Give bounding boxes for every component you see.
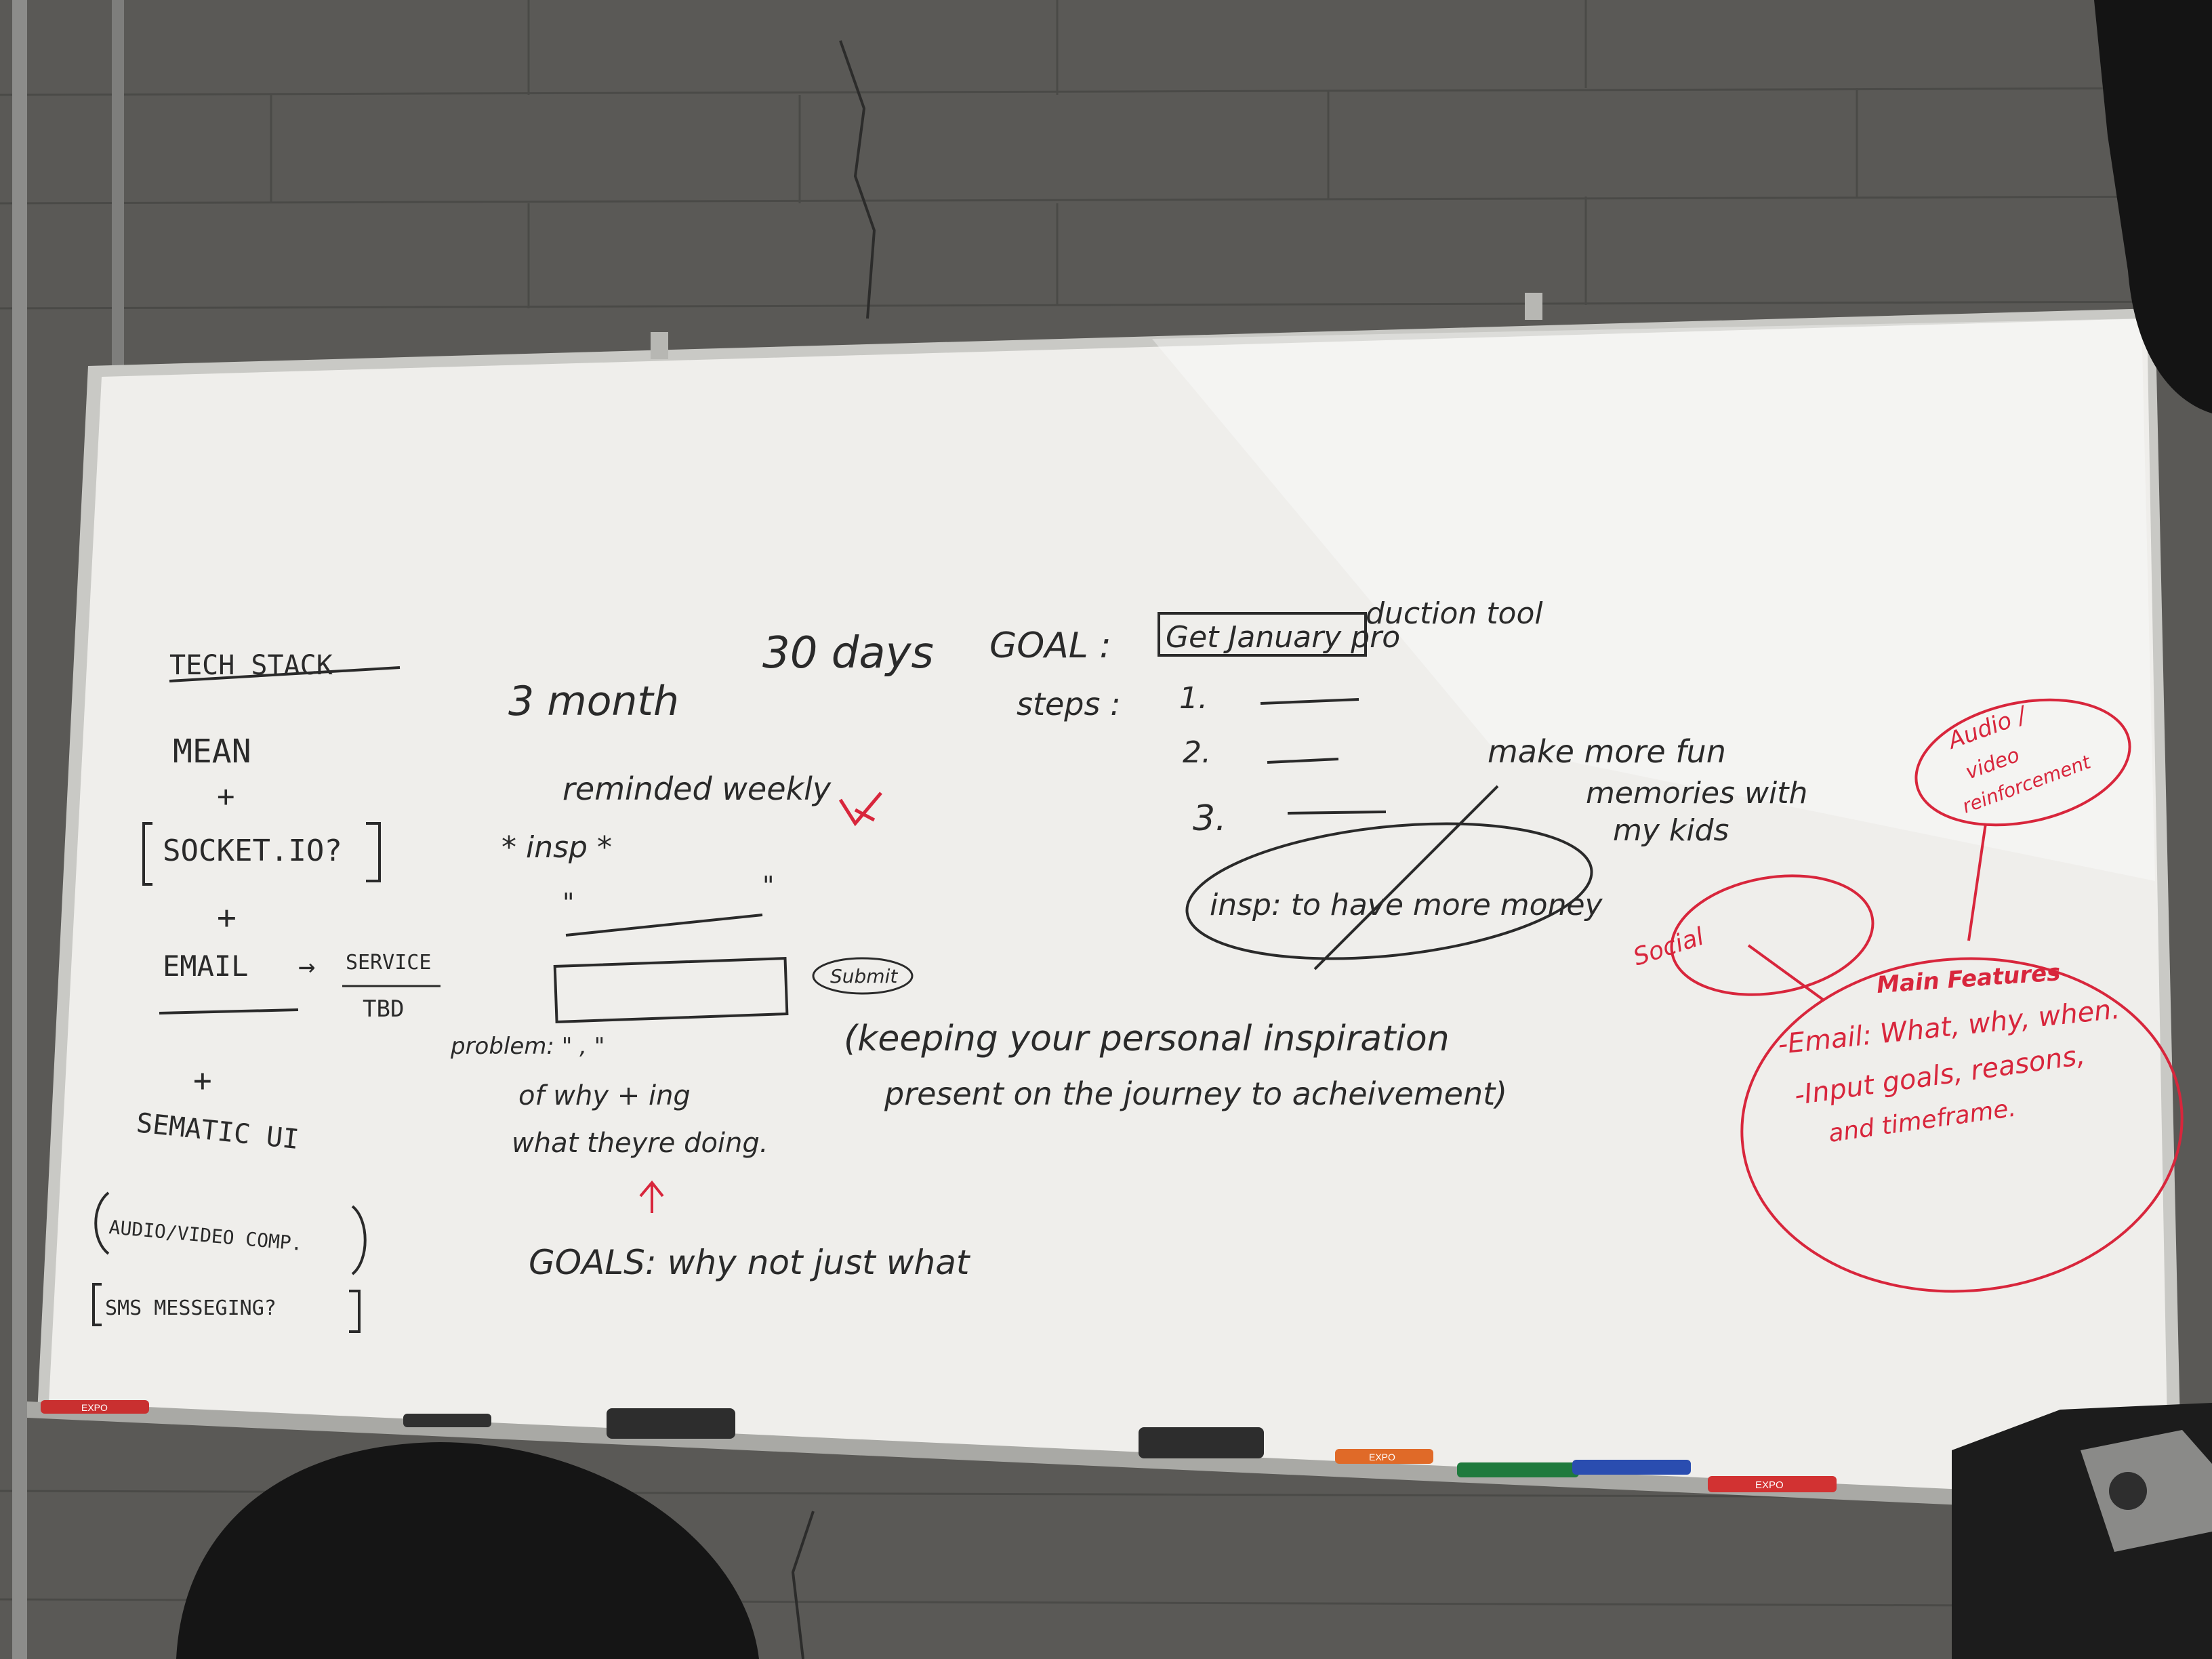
eraser-1 bbox=[607, 1408, 735, 1439]
keeping-line-1: (keeping your personal inspiration bbox=[844, 1019, 1450, 1059]
goal-get-january: Get January pro bbox=[1166, 620, 1400, 655]
what-doing-line: what theyre doing. bbox=[512, 1128, 769, 1159]
thirty-days: 30 days bbox=[762, 628, 934, 678]
quote-close: " bbox=[762, 871, 774, 901]
tech-email: EMAIL bbox=[163, 949, 248, 983]
socket-bracket-right bbox=[366, 822, 381, 882]
insp-ellipse bbox=[1185, 822, 1593, 960]
whiteboard-surface bbox=[49, 319, 2169, 1501]
reminded-weekly: reminded weekly bbox=[562, 771, 832, 807]
svg-text:EXPO: EXPO bbox=[81, 1402, 108, 1413]
tech-tbd: TBD bbox=[363, 996, 404, 1023]
tech-stack-underline bbox=[169, 666, 401, 682]
middle-column: 3 month 30 days reminded weekly * insp *… bbox=[450, 628, 1507, 1282]
steps-label: steps : bbox=[1017, 686, 1121, 722]
submit-button-sketch bbox=[812, 957, 914, 995]
problem-line: problem: " , " bbox=[450, 1033, 605, 1060]
step-1-blank bbox=[1260, 698, 1359, 705]
email-underline bbox=[159, 1008, 299, 1015]
eraser-2 bbox=[1139, 1427, 1264, 1458]
tech-sms: SMS MESSEGING? bbox=[105, 1296, 276, 1320]
svg-text:EXPO: EXPO bbox=[1369, 1452, 1395, 1462]
board-clip bbox=[651, 332, 668, 359]
make-more-2: memories with bbox=[1586, 776, 1807, 811]
marker-red-left: EXPO bbox=[41, 1400, 149, 1414]
tech-plus-2: + bbox=[217, 899, 237, 937]
head-silhouette bbox=[176, 1442, 759, 1659]
speaker-corner bbox=[2094, 0, 2212, 413]
step-1: 1. bbox=[1179, 681, 1208, 716]
insp-label: * insp * bbox=[501, 830, 612, 865]
red-checkmark bbox=[838, 792, 882, 827]
social-connector bbox=[1747, 944, 1824, 1001]
svg-text:EXPO: EXPO bbox=[1755, 1479, 1784, 1491]
audio-bracket-right bbox=[351, 1205, 367, 1275]
submit-label: Submit bbox=[830, 965, 898, 987]
audio-bubble bbox=[1914, 698, 2131, 827]
tech-plus-1: + bbox=[217, 779, 235, 814]
marker-blue bbox=[1572, 1460, 1691, 1475]
tech-service: SERVICE bbox=[346, 951, 431, 975]
quote-open: " bbox=[562, 888, 574, 918]
marker-orange: EXPO bbox=[1335, 1449, 1433, 1464]
wall-crack bbox=[839, 40, 876, 319]
insp-strike-through bbox=[1313, 785, 1499, 970]
make-more-3: my kids bbox=[1613, 813, 1729, 848]
step-3-blank bbox=[1287, 811, 1387, 815]
conduit-pipe-2 bbox=[112, 0, 124, 380]
wall-crack-lower bbox=[791, 1511, 815, 1659]
sms-bracket-right bbox=[349, 1290, 361, 1333]
socket-bracket-left bbox=[142, 822, 152, 886]
camera-tripod-head bbox=[1952, 1403, 2212, 1659]
audio-connector bbox=[1967, 823, 1987, 941]
red-up-arrow bbox=[639, 1180, 664, 1213]
marker-black bbox=[403, 1414, 491, 1427]
goal-insp: insp: to have more money bbox=[1210, 888, 1603, 922]
goal-section: GOAL : Get January pro duction tool step… bbox=[989, 596, 1807, 970]
social-bubble bbox=[1670, 874, 1875, 996]
main-features-bubble bbox=[1740, 957, 2184, 1293]
sms-bracket-left bbox=[92, 1283, 102, 1326]
marker-green bbox=[1457, 1462, 1579, 1477]
goal-label: GOAL : bbox=[989, 626, 1111, 666]
conduit-pipe bbox=[12, 0, 27, 1659]
whiteboard-glare bbox=[1152, 319, 2155, 881]
goals-line: GOALS: why not just what bbox=[529, 1243, 971, 1282]
marker-red-right: EXPO bbox=[1708, 1476, 1837, 1492]
arrow-to-service: → bbox=[298, 949, 315, 983]
input-box-sketch bbox=[553, 957, 789, 1023]
keeping-line-2: present on the journey to acheivement) bbox=[884, 1076, 1507, 1112]
goal-box bbox=[1158, 612, 1367, 657]
three-month: 3 month bbox=[508, 678, 679, 725]
audio-bracket-left bbox=[94, 1191, 110, 1255]
tech-mean: MEAN bbox=[173, 733, 251, 771]
quote-blank-line bbox=[565, 914, 763, 937]
tech-plus-3: + bbox=[193, 1062, 212, 1099]
step-2: 2. bbox=[1183, 735, 1211, 770]
board-clip-2 bbox=[1525, 293, 1542, 320]
marker-tray bbox=[27, 1401, 2174, 1515]
of-why-line: of why + ing bbox=[518, 1080, 691, 1111]
step-3: 3. bbox=[1193, 798, 1227, 839]
tech-socket: SOCKET.IO? bbox=[163, 834, 342, 868]
step-2-blank bbox=[1267, 758, 1339, 764]
goal-production-tail: duction tool bbox=[1366, 596, 1543, 631]
make-more-1: make more fun bbox=[1488, 733, 1726, 770]
